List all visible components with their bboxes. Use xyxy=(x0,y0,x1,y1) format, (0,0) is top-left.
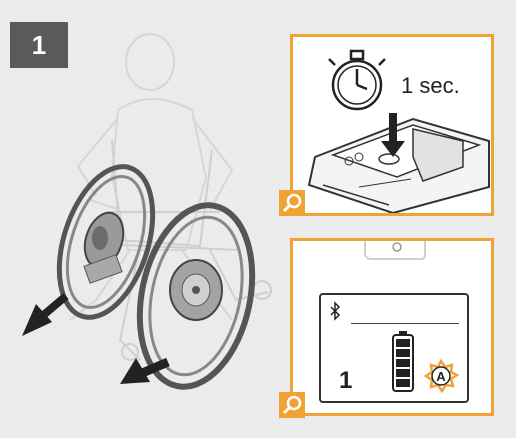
wheelchair-illustration xyxy=(0,0,290,438)
device-top-edge xyxy=(293,241,491,281)
zoom-icon xyxy=(279,392,305,418)
stopwatch-icon xyxy=(329,51,385,109)
control-unit-device xyxy=(309,119,489,213)
bluetooth-icon xyxy=(331,303,339,319)
duration-label: 1 sec. xyxy=(401,73,460,99)
press-button-inset: 1 sec. xyxy=(290,34,494,216)
battery-icon xyxy=(393,331,413,391)
display-divider xyxy=(351,323,459,324)
display-screen: A 1 xyxy=(319,293,469,403)
control-unit-illustration xyxy=(293,37,491,213)
zoom-icon xyxy=(279,190,305,216)
auto-mode-icon: A xyxy=(426,361,457,391)
left-arrow-icon xyxy=(22,296,66,336)
display-inset: A 1 xyxy=(290,238,494,416)
speed-level-number: 1 xyxy=(339,367,352,395)
mode-letter: A xyxy=(436,369,446,384)
